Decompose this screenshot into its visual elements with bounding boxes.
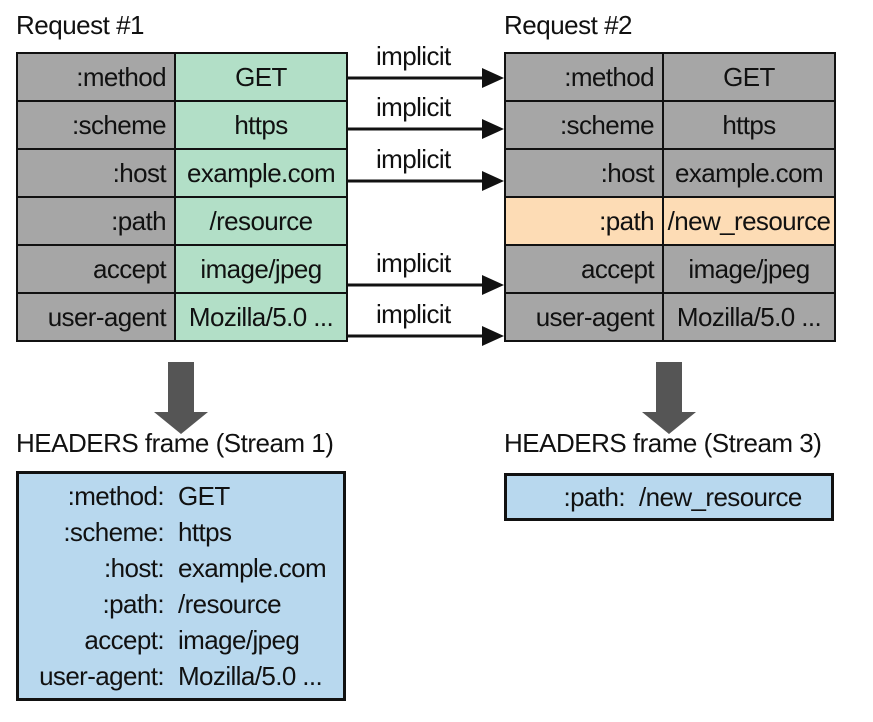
frame-row: :path: /new_resource: [507, 479, 831, 515]
implicit-label: implicit: [376, 299, 451, 329]
frame-header-value: image/jpeg: [178, 625, 300, 655]
implicit-arrow: [346, 326, 504, 346]
header-value: example.com: [662, 148, 836, 198]
header-name: :scheme: [504, 100, 664, 150]
frame-row: :method: GET: [19, 478, 343, 514]
header-value: /resource: [174, 196, 348, 246]
header-name: :path: [504, 196, 664, 246]
implicit-arrows: [346, 68, 504, 346]
header-name: accept: [504, 244, 664, 294]
header-value: Mozilla/5.0 ...: [662, 292, 836, 342]
frame-header-value: https: [178, 517, 232, 547]
frame-header-value: Mozilla/5.0 ...: [178, 661, 323, 691]
headers-frame-stream3: :path: /new_resource: [504, 473, 834, 521]
header-name: :host: [16, 148, 176, 198]
header-name: :method: [16, 52, 176, 102]
frame-header-value: /new_resource: [639, 482, 802, 512]
implicit-label: implicit: [376, 92, 451, 122]
frame-row: :path: /resource: [19, 586, 343, 622]
frame-row: :host: example.com: [19, 550, 343, 586]
header-value: /new_resource: [662, 196, 836, 246]
request1-row: :path/resource: [16, 196, 348, 246]
implicit-arrow: [346, 68, 504, 88]
header-name: :host: [504, 148, 664, 198]
frame-row: accept: image/jpeg: [19, 622, 343, 658]
implicit-arrow: [346, 275, 504, 295]
header-name: accept: [16, 244, 176, 294]
frame-header-name: user-agent:: [39, 661, 165, 691]
header-name: user-agent: [16, 292, 176, 342]
request2-row-changed: :path/new_resource: [504, 196, 836, 246]
down-arrow-stream1: [154, 362, 208, 434]
frame-row: :scheme: https: [19, 514, 343, 550]
header-value: GET: [662, 52, 836, 102]
implicit-label: implicit: [376, 248, 451, 278]
frame-header-name: :path:: [102, 589, 165, 619]
frame-header-name: :scheme:: [63, 517, 164, 547]
frame-header-name: :host:: [104, 553, 165, 583]
header-value: Mozilla/5.0 ...: [174, 292, 348, 342]
frame-header-value: /resource: [178, 589, 282, 619]
header-value: GET: [174, 52, 348, 102]
header-value: image/jpeg: [174, 244, 348, 294]
implicit-arrow: [346, 171, 504, 191]
header-value: https: [662, 100, 836, 150]
implicit-arrow: [346, 119, 504, 139]
header-name: user-agent: [504, 292, 664, 342]
header-value: https: [174, 100, 348, 150]
frame-header-name: :method:: [67, 481, 165, 511]
frame-header-name: :path:: [563, 482, 626, 512]
down-arrow-stream3: [642, 362, 696, 434]
frame-header-value: example.com: [178, 553, 327, 583]
header-value: image/jpeg: [662, 244, 836, 294]
header-name: :method: [504, 52, 664, 102]
implicit-label: implicit: [376, 144, 451, 174]
request1-title: Request #1: [16, 10, 144, 40]
frame-row: user-agent: Mozilla/5.0 ...: [19, 658, 343, 694]
frame-header-name: accept:: [84, 625, 164, 655]
implicit-label: implicit: [376, 41, 451, 71]
header-name: :path: [16, 196, 176, 246]
frame-header-value: GET: [178, 481, 230, 511]
request2-title: Request #2: [504, 10, 632, 40]
headers-frame-stream1: :method: GET :scheme: https :host: example.…: [16, 471, 346, 701]
frame2-title: HEADERS frame (Stream 3): [504, 428, 822, 458]
header-value: example.com: [174, 148, 348, 198]
header-name: :scheme: [16, 100, 176, 150]
frame1-title: HEADERS frame (Stream 1): [16, 428, 334, 458]
